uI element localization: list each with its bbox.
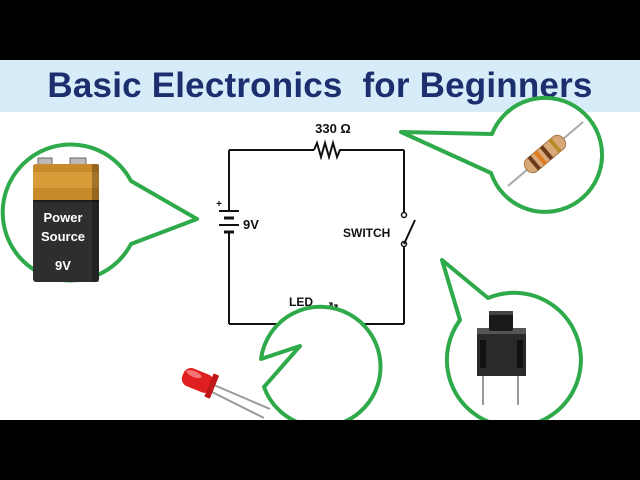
resistor-callout [399, 95, 605, 214]
battery-symbol [219, 210, 239, 236]
battery-label: 9V [243, 217, 259, 232]
switch-label: SWITCH [343, 226, 390, 240]
page-title: Basic Electronics for Beginners [47, 66, 593, 105]
battery-callout-line2: Source [41, 229, 85, 244]
circuit-diagram: 330 Ω + 9V SWITCH [0, 95, 605, 420]
battery-plus-sign: + [216, 199, 222, 210]
battery-callout-line3: 9V [55, 258, 71, 273]
push-button-callout [440, 258, 583, 420]
resistor-label: 330 Ω [315, 121, 351, 136]
letterbox-bottom [0, 420, 640, 480]
battery-callout-line1: Power [43, 210, 82, 225]
led-callout [181, 304, 383, 420]
led-label: LED [289, 295, 313, 309]
slide: Basic Electronics for Beginners [0, 60, 640, 420]
resistor-symbol [313, 139, 342, 161]
led-icon [181, 368, 271, 419]
resistor-icon [507, 121, 584, 187]
letterbox-top [0, 0, 640, 60]
switch-symbol [400, 211, 416, 248]
push-button-icon [477, 311, 526, 405]
battery-callout: Power Source 9V [0, 142, 199, 283]
battery-icon [33, 157, 99, 282]
